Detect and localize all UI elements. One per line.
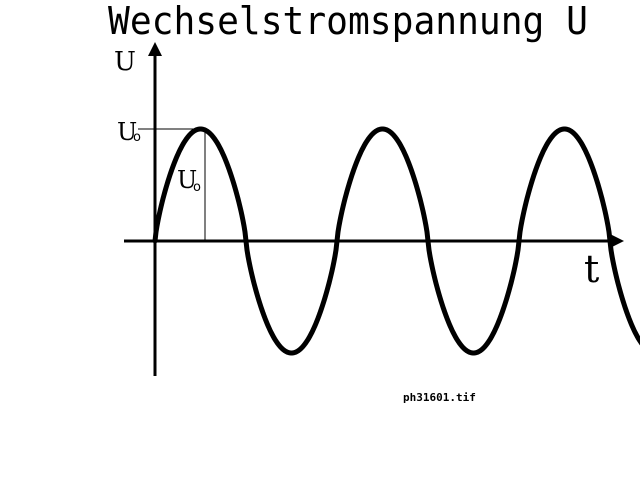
amplitude-inline-label: U o [177, 166, 201, 195]
amplitude-inline-label-sub: o [193, 180, 201, 195]
axes [124, 42, 624, 376]
amplitude-axis-label-main: U [117, 118, 137, 146]
x-axis-label: t [584, 247, 599, 291]
amplitude-axis-label-sub: o [133, 130, 141, 145]
sine-wave [152, 126, 640, 356]
y-axis-arrow [148, 42, 162, 56]
diagram-title: Wechselstromspannung U [108, 0, 588, 43]
amplitude-inline-label-main: U [177, 166, 197, 194]
x-axis-arrow [610, 234, 624, 248]
image-filename: ph31601.tif [403, 391, 476, 404]
amplitude-axis-label: U o [117, 118, 141, 146]
y-axis-label: U [114, 47, 136, 77]
